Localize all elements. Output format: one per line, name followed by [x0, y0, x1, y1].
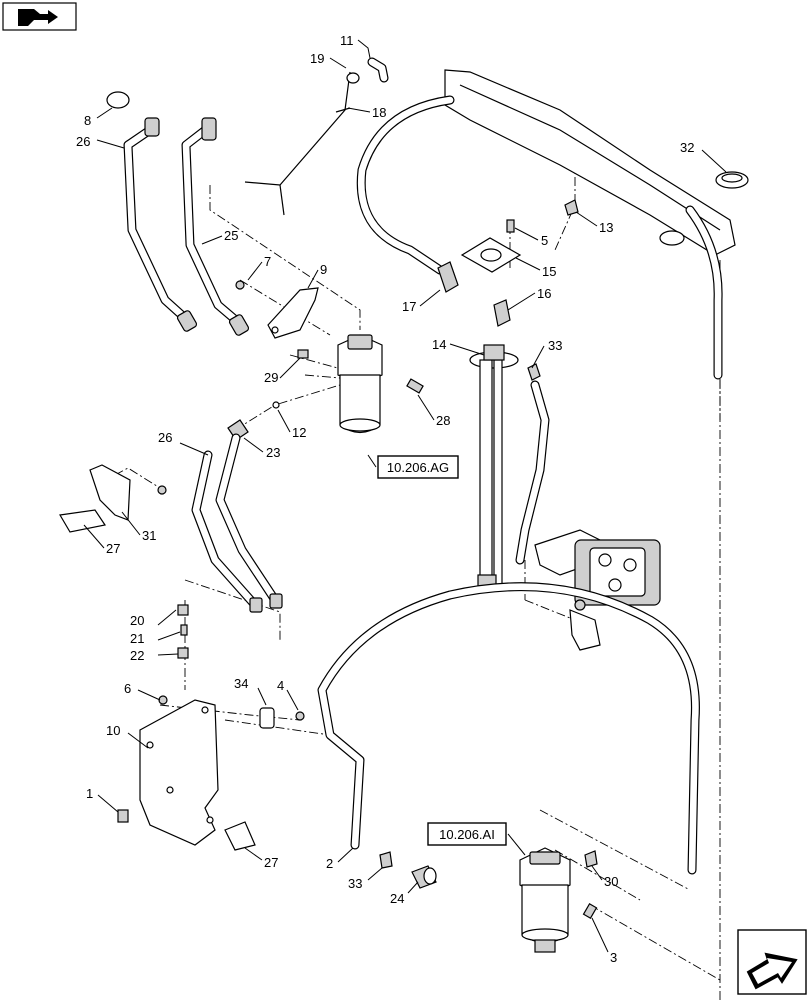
reference-label-upper: 10.206.AG: [387, 460, 449, 475]
callout-32: 32: [680, 140, 694, 155]
hose-26-lower[interactable]: [191, 433, 283, 613]
clamp-8[interactable]: [106, 91, 130, 109]
callout-15: 15: [542, 264, 556, 279]
callout-28: 28: [436, 413, 450, 428]
callout-3: 3: [610, 950, 617, 965]
bolt-6[interactable]: [158, 695, 168, 705]
callout-labels: 8 26 19 11 18 25 7 9 29 28 12 23 26 31 2…: [76, 33, 694, 965]
frame-rail: [444, 69, 736, 256]
callout-31: 31: [142, 528, 156, 543]
reference-label-lower: 10.206.AI: [439, 827, 495, 842]
callout-29: 29: [264, 370, 278, 385]
callout-14: 14: [432, 337, 446, 352]
harness-loop-upper: [356, 95, 723, 380]
gasket-15[interactable]: [460, 237, 522, 273]
callout-5: 5: [541, 233, 548, 248]
callout-27-lower: 27: [264, 855, 278, 870]
elbow-17[interactable]: [437, 261, 459, 293]
callout-27-upper: 27: [106, 541, 120, 556]
part-11[interactable]: [367, 57, 389, 83]
callout-33-upper: 33: [548, 338, 562, 353]
reference-box-upper[interactable]: 10.206.AG: [377, 455, 459, 479]
bolt-1[interactable]: [117, 809, 129, 823]
callout-34: 34: [234, 676, 248, 691]
clip-33-lower[interactable]: [379, 851, 393, 869]
bolt-20[interactable]: [177, 604, 189, 616]
grommet-32[interactable]: [715, 171, 749, 189]
callout-26-upper: 26: [76, 134, 90, 149]
bolt-4[interactable]: [295, 711, 305, 721]
clip-33-upper[interactable]: [527, 363, 541, 381]
callout-10: 10: [106, 723, 120, 738]
bracket-9[interactable]: [267, 287, 319, 339]
fuel-line-2[interactable]: [317, 582, 700, 875]
fuel-filter-upper[interactable]: [337, 334, 383, 434]
callout-2: 2: [326, 856, 333, 871]
callout-8: 8: [84, 113, 91, 128]
fitting-16[interactable]: [493, 299, 511, 327]
bolt-22[interactable]: [177, 647, 189, 659]
bolt-3[interactable]: [582, 902, 598, 920]
injection-pump: [534, 529, 661, 651]
callout-16: 16: [537, 286, 551, 301]
clip-30[interactable]: [584, 850, 598, 868]
callout-26-lower: 26: [158, 430, 172, 445]
callout-7: 7: [264, 254, 271, 269]
callout-13: 13: [599, 220, 613, 235]
bolt-21[interactable]: [180, 624, 188, 636]
bolt-5[interactable]: [506, 219, 515, 233]
leader-lines: [83, 39, 727, 953]
shield-27-upper[interactable]: [59, 509, 106, 533]
callout-9: 9: [320, 262, 327, 277]
sender-unit-14[interactable]: [469, 344, 519, 591]
reference-box-lower[interactable]: 10.206.AI: [427, 822, 507, 846]
shield-27-lower[interactable]: [224, 821, 256, 851]
clip-34[interactable]: [259, 707, 275, 729]
callout-22: 22: [130, 648, 144, 663]
hose-25[interactable]: [181, 117, 250, 336]
bolt-7[interactable]: [235, 280, 245, 290]
callout-21: 21: [130, 631, 144, 646]
callout-20: 20: [130, 613, 144, 628]
washer-12[interactable]: [272, 401, 280, 409]
callout-4: 4: [277, 678, 284, 693]
hose-26-upper[interactable]: [123, 117, 198, 332]
clip-13[interactable]: [564, 199, 579, 216]
hose-33-return: [515, 380, 550, 565]
callout-33-lower: 33: [348, 876, 362, 891]
fuel-filter-lower[interactable]: [519, 847, 571, 953]
book-arrow-icon[interactable]: [2, 2, 77, 31]
callout-11: 11: [340, 33, 354, 48]
wire-18-19[interactable]: [244, 71, 360, 216]
callout-24: 24: [390, 891, 404, 906]
bolt-28[interactable]: [406, 378, 424, 394]
callout-18: 18: [372, 105, 386, 120]
next-page-arrow-icon[interactable]: [737, 929, 807, 995]
callout-17: 17: [402, 299, 416, 314]
callout-1: 1: [86, 786, 93, 801]
callout-12: 12: [292, 425, 306, 440]
bracket-10[interactable]: [139, 699, 219, 846]
bolt-31-stud[interactable]: [157, 485, 167, 495]
callout-25: 25: [224, 228, 238, 243]
callout-19: 19: [310, 51, 324, 66]
bolt-29[interactable]: [297, 349, 309, 359]
callout-23: 23: [266, 445, 280, 460]
callout-30: 30: [604, 874, 618, 889]
callout-6: 6: [124, 681, 131, 696]
